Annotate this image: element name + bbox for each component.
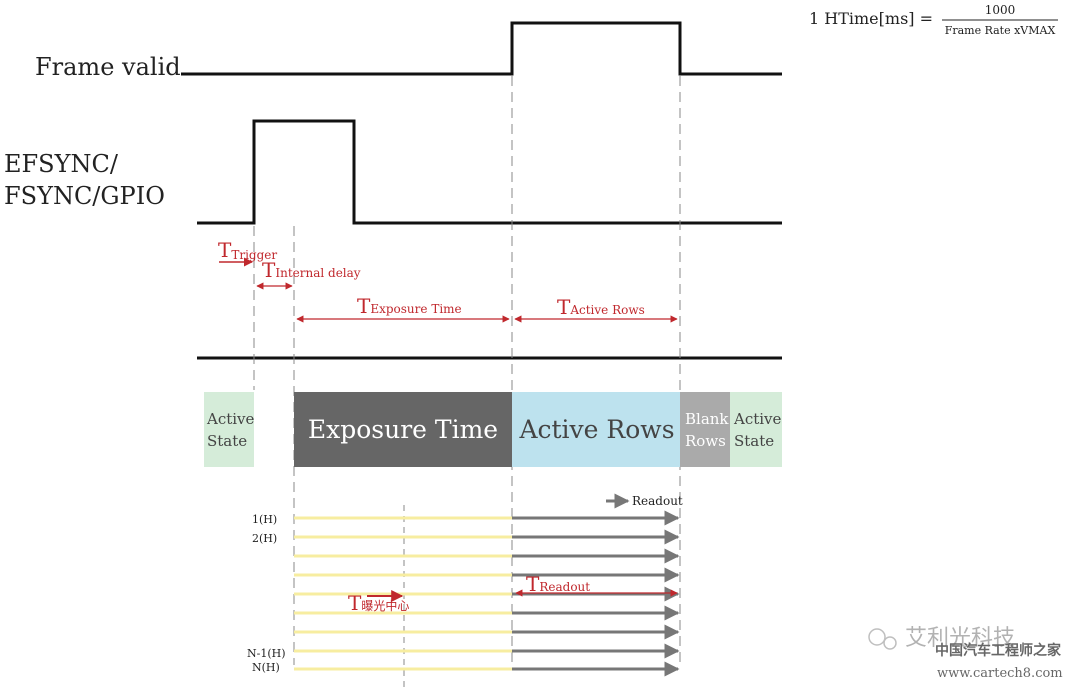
row-lines	[294, 510, 680, 677]
active-state-left-line1: Active	[206, 410, 255, 428]
formula-denominator: Frame Rate xVMAX	[945, 24, 1056, 37]
watermark-site-cn: 中国汽车工程师之家	[935, 642, 1062, 659]
readout-legend-label: Readout	[632, 494, 683, 508]
active-state-left-block	[204, 392, 254, 467]
row-label-2: 2(H)	[252, 532, 277, 545]
t-active-rows-label: TActive Rows	[557, 295, 645, 319]
efsync-waveform	[197, 119, 782, 225]
exposure-time-block	[294, 392, 512, 467]
watermark-brand: 艾利光科技	[905, 626, 1015, 651]
formula-lhs: 1 HTime[ms] =	[809, 9, 933, 28]
dashed-guides	[253, 76, 681, 687]
t-internal-delay-label: TInternal delay	[262, 258, 361, 282]
wechat-icon	[868, 628, 886, 646]
blank-rows-line2: Rows	[685, 432, 726, 450]
row-label-n: N(H)	[252, 661, 280, 674]
t-trigger-label: TTrigger	[218, 238, 277, 262]
efsync-label-line1: EFSYNC/	[4, 150, 119, 178]
watermark: 艾利光科技 中国汽车工程师之家 www.cartech8.com	[868, 626, 1063, 681]
formula-numerator: 1000	[985, 3, 1016, 17]
wechat-icon-small	[883, 636, 897, 650]
t-center-label: T曝光中心	[348, 591, 409, 615]
row-label-n-minus-1: N-1(H)	[247, 647, 286, 660]
active-state-right-line2: State	[734, 432, 774, 450]
frame-valid-waveform	[181, 21, 782, 76]
blank-rows-line1: Blank	[685, 410, 729, 428]
active-rows-block-label: Active Rows	[518, 415, 674, 444]
active-state-right-block	[730, 392, 782, 467]
efsync-label-line2: FSYNC/GPIO	[4, 182, 165, 210]
active-rows-block	[512, 392, 680, 467]
row-label-1: 1(H)	[252, 513, 277, 526]
t-exposure-label: TExposure Time	[357, 294, 462, 318]
watermark-site-url: www.cartech8.com	[937, 666, 1063, 681]
active-state-left-line2: State	[207, 432, 247, 450]
blank-rows-block	[680, 392, 730, 467]
frame-valid-label: Frame valid	[35, 53, 181, 81]
t-readout-label: TReadout	[526, 572, 590, 596]
active-state-right-line1: Active	[733, 410, 782, 428]
exposure-time-block-label: Exposure Time	[308, 415, 498, 444]
